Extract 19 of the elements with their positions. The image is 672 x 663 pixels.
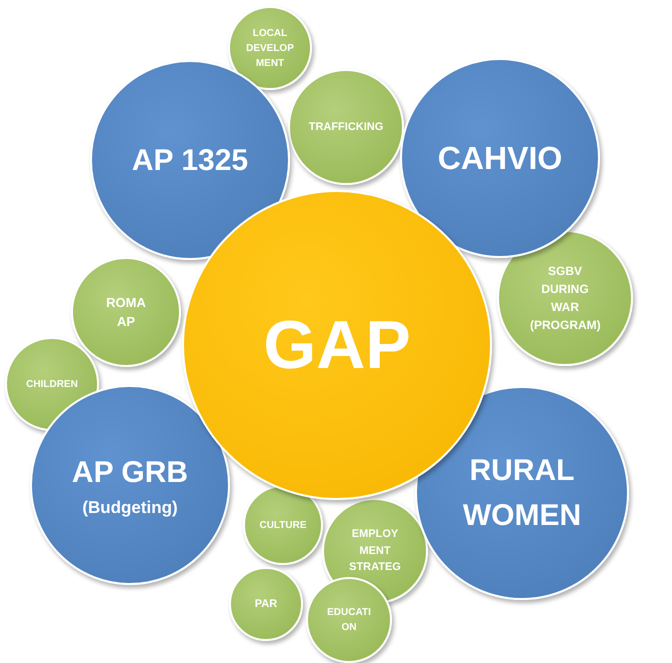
circle-label: EMPLOY MENT STRATEG (348, 527, 402, 576)
circle-label: GAP (263, 306, 411, 385)
topic-circle (288, 69, 404, 185)
circle-label: (Budgeting) (82, 496, 178, 519)
circle-label: AP GRB (72, 454, 188, 491)
circle-label: RURAL WOMEN (462, 453, 582, 534)
topic-circle (71, 257, 181, 367)
circle-label: TRAFFICKING (308, 120, 384, 135)
topic-circle (229, 567, 303, 641)
circle-label: AP 1325 (132, 142, 248, 178)
circle-label: CAHVIO (438, 139, 562, 178)
topic-circle (306, 577, 392, 663)
circle-label: LOCAL DEVELOP MENT (245, 26, 295, 70)
circle-label: SGBV DURING WAR (PROGRAM) (530, 263, 600, 334)
circle-label: ROMA AP (105, 294, 147, 331)
circle-label: PAR (254, 596, 278, 612)
circle-label: CULTURE (259, 518, 307, 532)
circle-label: EDUCATI ON (326, 606, 372, 635)
circle-label: CHILDREN (26, 378, 78, 392)
